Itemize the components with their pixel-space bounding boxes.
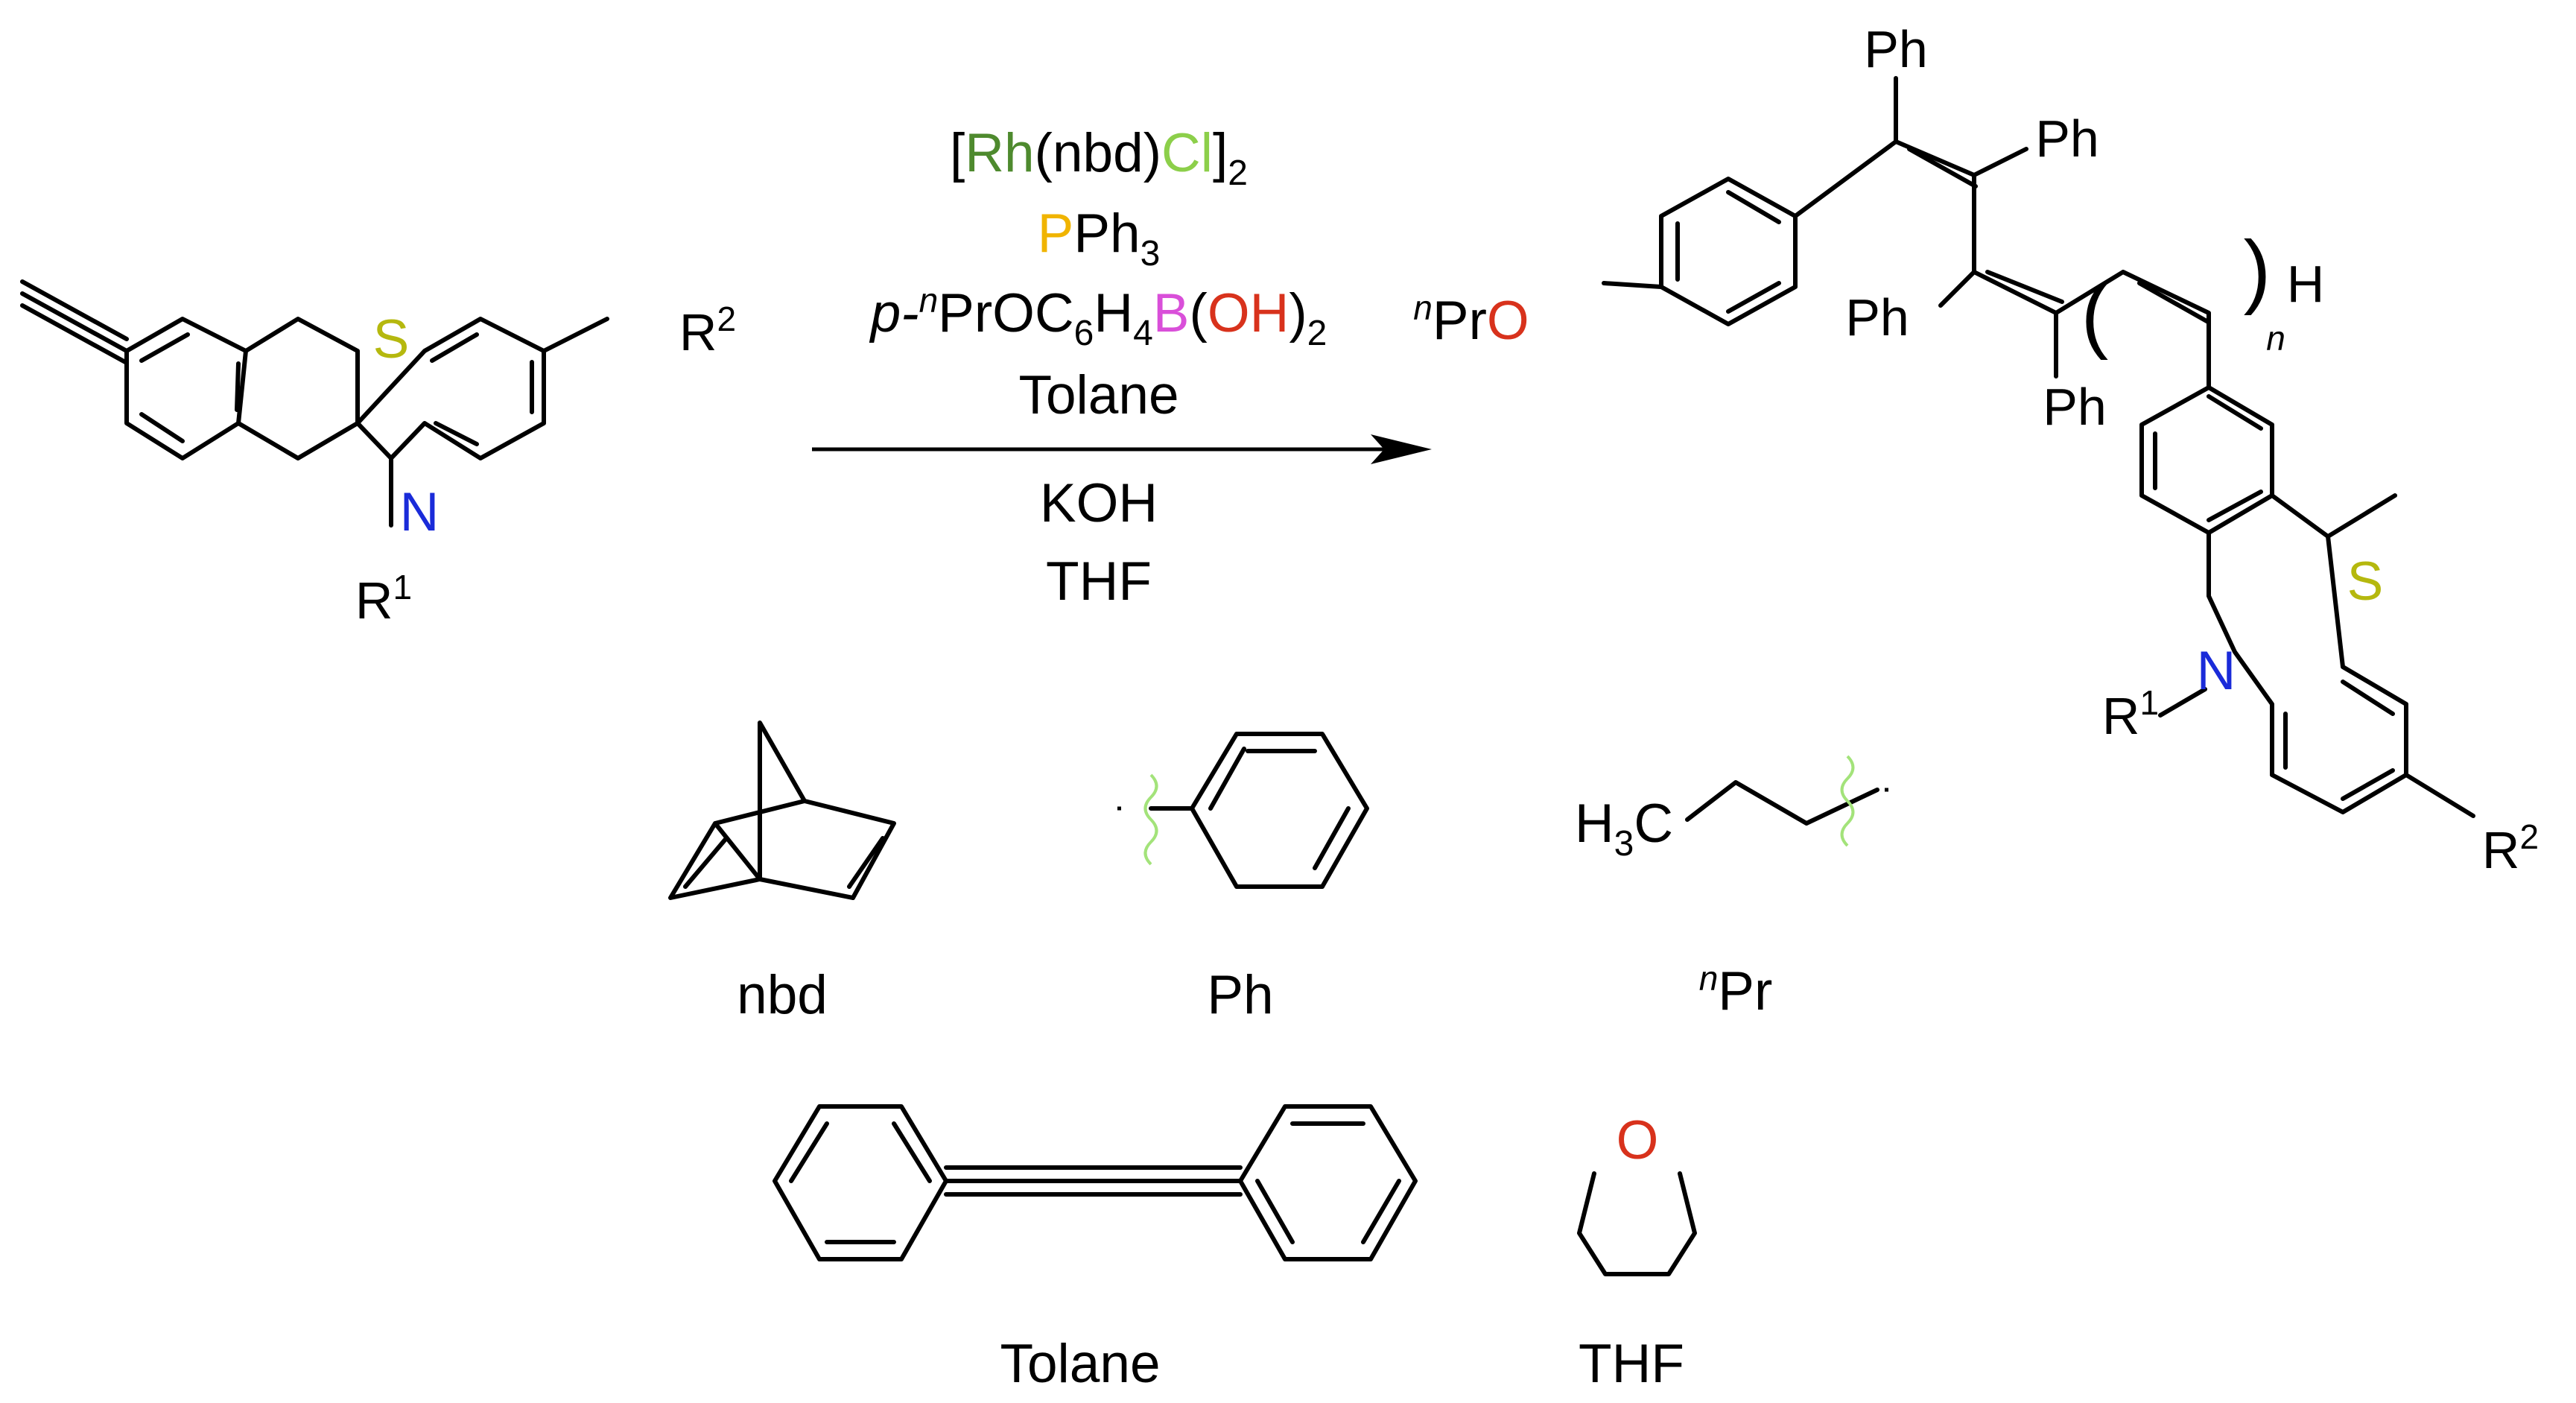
reactant-r2-label: R2 — [679, 300, 736, 361]
reaction-arrow-head — [1371, 434, 1432, 464]
product-ph-label-2: Ph — [2035, 110, 2099, 168]
catalyst-label: [Rh(nbd)Cl]2 — [950, 123, 1248, 193]
legend-npr-label: nPr — [1699, 959, 1773, 1022]
product-ph-label-1: Ph — [1864, 20, 1928, 78]
product-r1-label: R1 — [2102, 683, 2159, 745]
legend-nbd-label: nbd — [737, 965, 828, 1025]
reactant-r1-label: R1 — [355, 568, 412, 630]
legend-h3c-label: H3C — [1575, 794, 1673, 864]
ligand-label: PPh3 — [1038, 203, 1161, 273]
legend-npr-attachment-mark — [1840, 755, 1855, 847]
product-ph-label-3: Ph — [1845, 288, 1909, 346]
legend-ph: Ph — [1117, 732, 1369, 1025]
legend-tolane: Tolane — [773, 1104, 1418, 1394]
reactant-sulfur-atom: S — [373, 309, 410, 370]
reactant-phenothiazine: S N R1 R2 — [20, 279, 736, 630]
legend-thf: O THF — [1577, 1110, 1697, 1394]
product-nitrogen-atom: N — [2197, 641, 2236, 701]
tolane-condition-label: Tolane — [1018, 365, 1178, 425]
product-repeat-n: n — [2266, 319, 2285, 358]
product-end-group-h: H — [2287, 255, 2325, 313]
legend-nbd: nbd — [668, 720, 896, 1025]
product-paren-close: ) — [2244, 224, 2271, 316]
product-polymer: ( ) Ph Ph Ph Ph nPrO H n S N R1 R2 — [1413, 20, 2539, 879]
legend-thf-oxygen: O — [1617, 1110, 1659, 1171]
legend-tolane-label: Tolane — [1000, 1334, 1160, 1394]
reaction-conditions: [Rh(nbd)Cl]2 PPh3 p-nPrOC6H4B(OH)2 Tolan… — [812, 123, 1432, 612]
boronic-acid-label: p-nPrOC6H4B(OH)2 — [869, 281, 1327, 353]
legend-ph-attachment-mark — [1143, 773, 1158, 866]
solvent-label: THF — [1046, 551, 1152, 612]
product-r2-label: R2 — [2482, 817, 2539, 879]
product-sulfur-atom: S — [2347, 551, 2384, 612]
legend-npr: H3C nPr — [1575, 755, 1888, 1022]
product-npro-label: nPrO — [1413, 288, 1529, 351]
base-label: KOH — [1040, 473, 1158, 533]
product-ph-label-4: Ph — [2043, 378, 2107, 436]
legend-ph-label: Ph — [1207, 965, 1273, 1025]
legend-thf-label: THF — [1579, 1334, 1684, 1394]
product-paren-open: ( — [2081, 269, 2109, 361]
reactant-nitrogen-atom: N — [400, 482, 440, 542]
